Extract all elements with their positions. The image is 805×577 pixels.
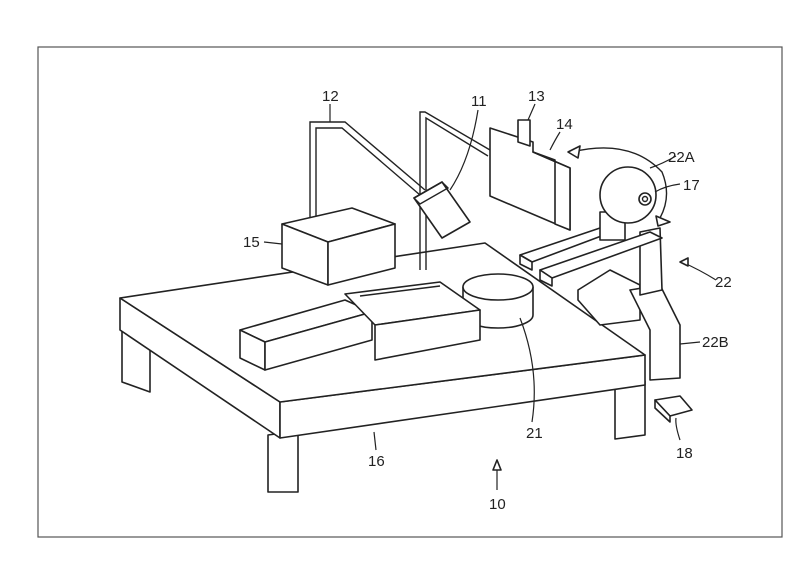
label-17: 17 bbox=[683, 177, 700, 194]
box-15 bbox=[281, 207, 396, 286]
label-15: 15 bbox=[243, 234, 260, 251]
head-17 bbox=[599, 166, 657, 224]
slide-rails bbox=[239, 281, 481, 371]
camera-11 bbox=[413, 181, 471, 239]
label-22B: 22B bbox=[702, 334, 729, 351]
label-16: 16 bbox=[368, 453, 385, 470]
label-22A: 22A bbox=[668, 149, 695, 166]
device-22 bbox=[519, 145, 681, 381]
label-12: 12 bbox=[322, 88, 339, 105]
label-10: 10 bbox=[489, 496, 506, 513]
label-13: 13 bbox=[528, 88, 545, 105]
label-14: 14 bbox=[556, 116, 573, 133]
sensor-18 bbox=[654, 395, 693, 423]
label-21: 21 bbox=[526, 425, 543, 442]
label-18: 18 bbox=[676, 445, 693, 462]
label-22: 22 bbox=[715, 274, 732, 291]
reference-labels: 12 11 13 14 22A 17 15 22 22B 21 16 18 10 bbox=[243, 88, 732, 513]
label-11: 11 bbox=[471, 93, 487, 110]
stands bbox=[309, 111, 491, 270]
unit-14 bbox=[489, 119, 571, 231]
rotation-arrow-22A bbox=[571, 147, 668, 219]
figure-frame bbox=[37, 46, 783, 538]
leader-lines bbox=[263, 103, 717, 490]
